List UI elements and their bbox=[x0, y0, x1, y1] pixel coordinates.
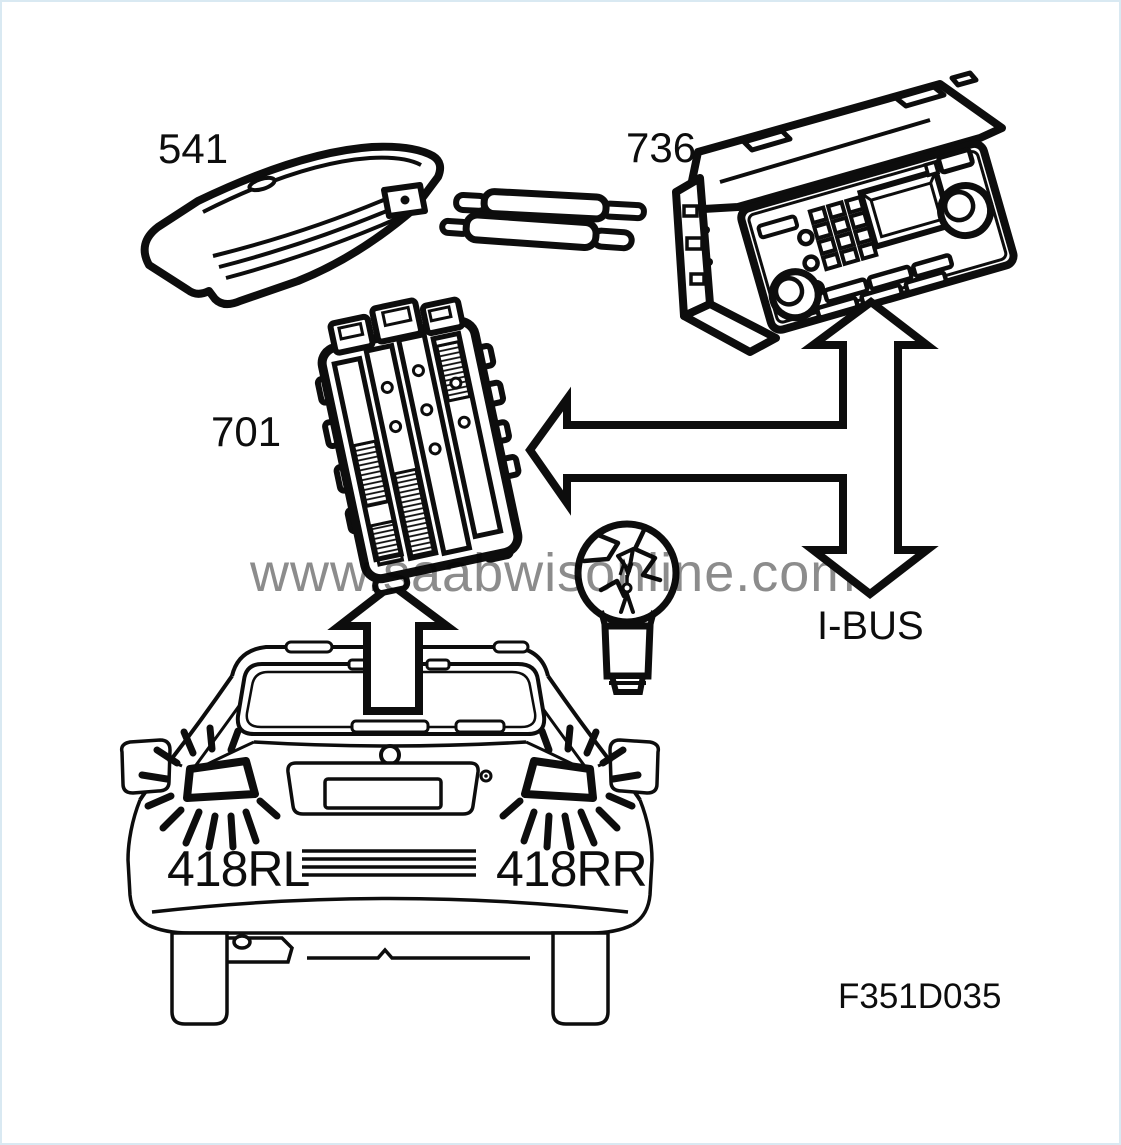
part-701-rear-electrical-module-drawing bbox=[314, 296, 523, 596]
part-736-audio-unit-drawing bbox=[672, 70, 1018, 356]
watermark-text: www.saabwisonline.com bbox=[249, 543, 856, 603]
tire-left bbox=[170, 931, 229, 1026]
bulb-base bbox=[601, 622, 654, 680]
ibus-double-arrow-with-branch bbox=[525, 296, 939, 600]
label-figure-code: F351D035 bbox=[838, 977, 1001, 1016]
arrow-car-to-module bbox=[327, 579, 460, 715]
side-mirror-left bbox=[119, 738, 183, 795]
radio-knob-left bbox=[768, 268, 822, 322]
side-mirror-right bbox=[596, 738, 661, 795]
label-part-701: 701 bbox=[211, 408, 281, 455]
radio-front-panel bbox=[737, 139, 1018, 334]
label-lamp-418rl: 418RL bbox=[167, 841, 310, 897]
cable-rod-pair-drawing bbox=[439, 188, 647, 252]
radio-knob-right bbox=[937, 182, 995, 240]
bumper-stripes bbox=[302, 849, 476, 877]
tail-lamp-left-blinking bbox=[138, 724, 281, 851]
label-part-736: 736 bbox=[626, 124, 696, 171]
part-541-cover-drawing bbox=[140, 142, 445, 308]
radio-keypad bbox=[807, 194, 879, 272]
license-plate bbox=[323, 777, 443, 810]
tire-right bbox=[551, 931, 610, 1026]
label-lamp-418rr: 418RR bbox=[496, 841, 647, 897]
label-ibus: I-BUS bbox=[817, 604, 924, 648]
radio-preset-buttons bbox=[815, 253, 954, 320]
broken-bulb-drawing bbox=[574, 520, 680, 695]
label-part-541: 541 bbox=[158, 125, 228, 172]
